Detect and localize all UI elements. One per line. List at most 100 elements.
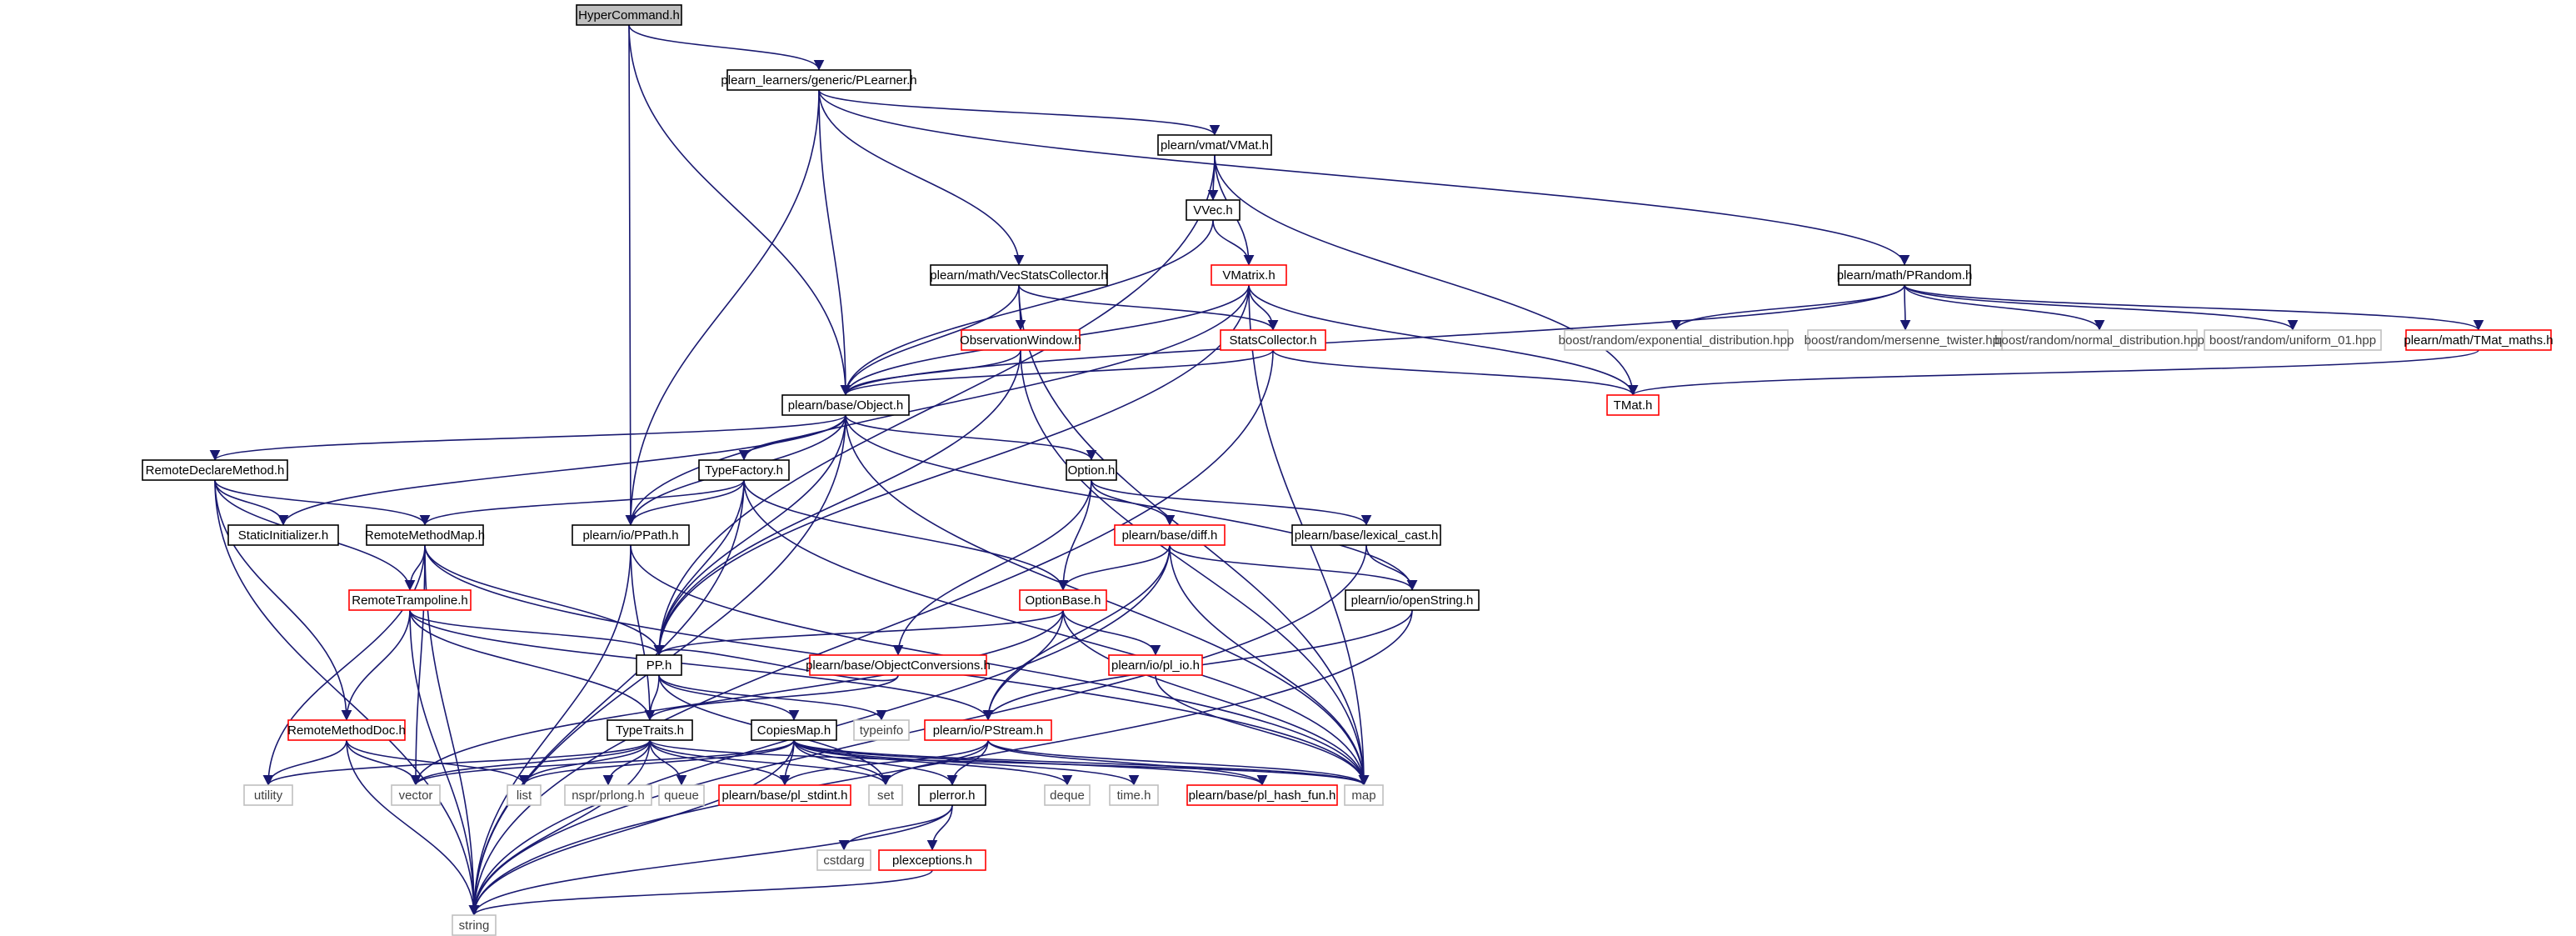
node-label: time.h — [1117, 788, 1151, 803]
node-label: TypeTraits.h — [616, 723, 684, 738]
node-map: map — [1344, 784, 1384, 806]
node-plhashfun[interactable]: plearn/base/pl_hash_fun.h — [1186, 784, 1338, 806]
node-label: ObservationWindow.h — [960, 333, 1081, 348]
node-ppath[interactable]: plearn/io/PPath.h — [572, 524, 690, 546]
node-box — [868, 784, 903, 806]
edge-plio-to-map — [1155, 674, 1370, 786]
edge-diff-to-pstream — [982, 544, 1171, 721]
edge-plexceptions-to-string — [468, 869, 933, 916]
node-box — [878, 849, 986, 871]
node-box — [658, 784, 705, 806]
node-box — [1108, 654, 1203, 676]
node-label: plerror.h — [929, 788, 975, 803]
edge-pstream-to-plhashfun — [987, 739, 1268, 786]
node-remotemethodmap[interactable]: RemoteMethodMap.h — [365, 524, 485, 546]
node-label: RemoteTrampoline.h — [352, 593, 468, 608]
edge-typefactory-to-ppath — [625, 479, 745, 526]
node-box — [918, 784, 986, 806]
node-lexicalcast[interactable]: plearn/base/lexical_cast.h — [1291, 524, 1441, 546]
edge-remotemethodmap-to-utility — [262, 544, 426, 786]
node-box — [636, 654, 682, 676]
edge-typefactory-to-map — [743, 479, 1370, 786]
node-diff[interactable]: plearn/base/diff.h — [1114, 524, 1226, 546]
node-pstream[interactable]: plearn/io/PStream.h — [924, 719, 1052, 741]
edge-optionbase-to-vector — [410, 609, 1064, 786]
node-vecstats[interactable]: plearn/math/VecStatsCollector.h — [930, 264, 1108, 286]
node-label: typeinfo — [860, 723, 904, 738]
edge-pstream-to-plerror — [946, 739, 989, 786]
node-label: plearn/base/pl_hash_fun.h — [1189, 788, 1336, 803]
node-openstring[interactable]: plearn/io/openString.h — [1345, 589, 1480, 611]
node-hypercommand[interactable]: HyperCommand.h — [576, 4, 682, 26]
node-label: plearn/base/ObjectConversions.h — [806, 658, 991, 673]
node-label: plearn/base/Object.h — [788, 398, 903, 413]
node-typetraits[interactable]: TypeTraits.h — [607, 719, 693, 741]
node-box — [1606, 394, 1660, 416]
edge-hypercommand-to-object — [628, 24, 851, 396]
node-option[interactable]: Option.h — [1066, 459, 1117, 481]
edge-pstream-to-set — [880, 739, 989, 786]
edge-optionbase-to-plio — [1062, 609, 1161, 656]
node-staticinit[interactable]: StaticInitializer.h — [227, 524, 339, 546]
edge-option-to-optionbase — [1057, 479, 1092, 591]
node-plexceptions[interactable]: plexceptions.h — [878, 849, 986, 871]
node-copiesmap[interactable]: CopiesMap.h — [751, 719, 837, 741]
edge-typetraits-to-set — [649, 739, 891, 786]
edge-copiesmap-to-plerror — [793, 739, 958, 786]
edge-remotedeclare-to-staticinit — [214, 479, 289, 526]
node-prandom[interactable]: plearn/math/PRandom.h — [1837, 264, 1973, 286]
node-object[interactable]: plearn/base/Object.h — [781, 394, 910, 416]
node-vmat[interactable]: plearn/vmat/VMat.h — [1157, 134, 1272, 156]
node-pp[interactable]: PP.h — [636, 654, 682, 676]
node-plio[interactable]: plearn/io/pl_io.h — [1108, 654, 1203, 676]
node-box — [572, 524, 690, 546]
node-box — [1838, 264, 1971, 286]
node-label: plearn/vmat/VMat.h — [1161, 138, 1269, 153]
edge-vecstats-to-object — [840, 284, 1020, 396]
edge-object-to-option — [845, 414, 1097, 461]
edge-pp-to-typetraits — [644, 674, 660, 721]
node-label: StatsCollector.h — [1229, 333, 1316, 348]
node-plerror[interactable]: plerror.h — [918, 784, 986, 806]
edge-vecstats-to-statscol — [1018, 284, 1279, 331]
edge-plearner-to-object — [818, 89, 851, 396]
node-tmatmaths[interactable]: plearn/math/TMat_maths.h — [2404, 329, 2554, 351]
node-vmatrix[interactable]: VMatrix.h — [1211, 264, 1287, 286]
edge-remotemethodmap-to-vector — [410, 544, 426, 786]
node-obswin[interactable]: ObservationWindow.h — [960, 329, 1081, 351]
node-box — [726, 69, 911, 91]
node-vvec[interactable]: VVec.h — [1186, 199, 1241, 221]
edge-remotedeclare-to-remotemethodmap — [214, 479, 431, 526]
node-label: map — [1351, 788, 1375, 803]
node-tmat[interactable]: TMat.h — [1606, 394, 1660, 416]
node-box — [853, 719, 910, 741]
node-box — [576, 4, 682, 26]
node-label: StaticInitializer.h — [238, 528, 328, 543]
edge-copiesmap-to-vector — [410, 739, 795, 786]
node-deque: deque — [1044, 784, 1091, 806]
node-label: plexceptions.h — [892, 853, 972, 868]
node-label: boost/random/mersenne_twister.hpp — [1805, 333, 2007, 348]
edge-copiesmap-to-timeh — [793, 739, 1140, 786]
node-statscol[interactable]: StatsCollector.h — [1220, 329, 1326, 351]
node-box — [1220, 329, 1326, 351]
node-remotedeclare[interactable]: RemoteDeclareMethod.h — [142, 459, 288, 481]
edge-option-to-objconv — [892, 479, 1092, 656]
node-label: plearn/math/TMat_maths.h — [2404, 333, 2553, 348]
node-cstdarg: cstdarg — [816, 849, 871, 871]
node-plstdint[interactable]: plearn/base/pl_stdint.h — [718, 784, 851, 806]
edge-hypercommand-to-ppath — [625, 24, 637, 526]
node-box — [1564, 329, 1789, 351]
edge-remotetramp-to-pstream — [409, 609, 994, 721]
node-remotemethoddoc[interactable]: RemoteMethodDoc.h — [287, 719, 406, 741]
node-plearner[interactable]: plearn_learners/generic/PLearner.h — [721, 69, 917, 91]
edge-plerror-to-plexceptions — [926, 804, 953, 851]
node-queue: queue — [658, 784, 705, 806]
node-box — [1109, 784, 1159, 806]
node-remotetramp[interactable]: RemoteTrampoline.h — [348, 589, 472, 611]
edge-diff-to-optionbase — [1057, 544, 1171, 591]
node-optionbase[interactable]: OptionBase.h — [1019, 589, 1107, 611]
node-objconv[interactable]: plearn/base/ObjectConversions.h — [806, 654, 991, 676]
node-typefactory[interactable]: TypeFactory.h — [698, 459, 790, 481]
node-label: TypeFactory.h — [705, 463, 783, 478]
